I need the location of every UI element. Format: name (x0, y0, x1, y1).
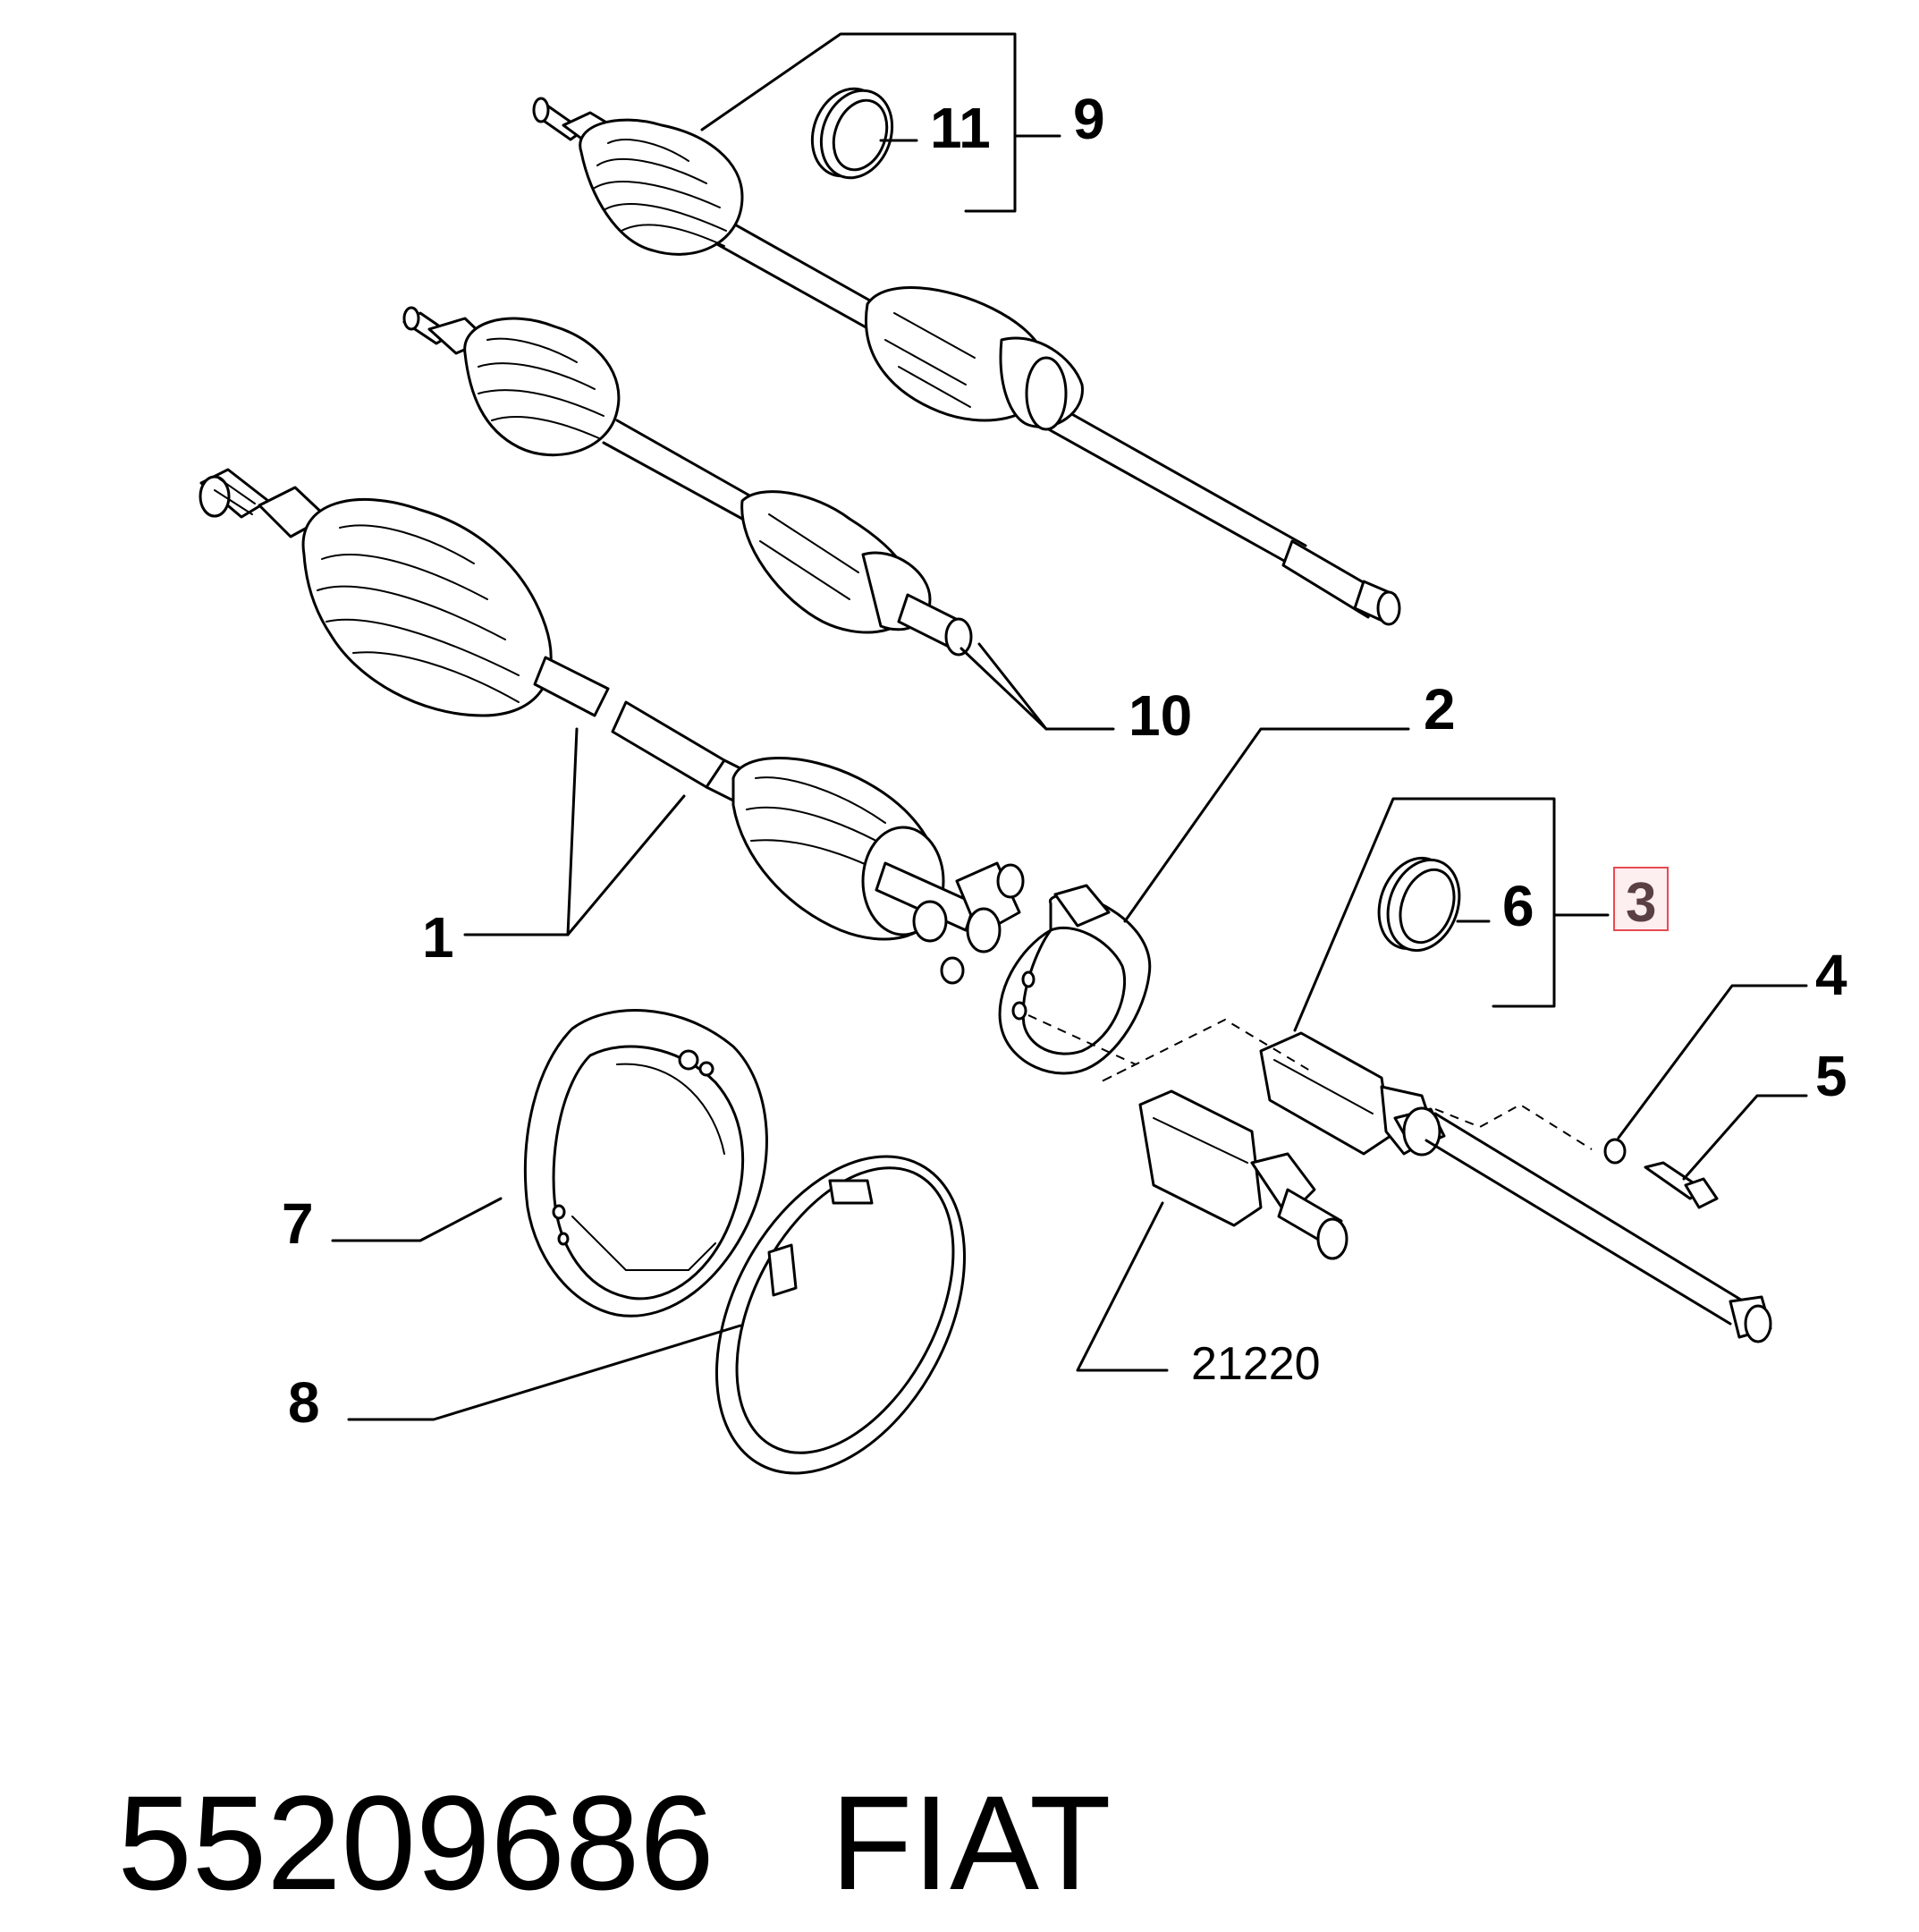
seal-ring-6 (1377, 856, 1461, 953)
callout-label-4: 4 (1815, 943, 1847, 1007)
part-number: 55209686 (117, 1767, 714, 1918)
clamp-2 (998, 884, 1152, 1075)
leader-line-3 (1293, 797, 1556, 1032)
reference-label-21220: 21220 (1191, 1338, 1321, 1390)
callout-label-9: 9 (1073, 87, 1105, 151)
callout-label-3: 3 (1626, 872, 1656, 934)
leader-line-8 (347, 1324, 742, 1421)
callout-label-11: 11 (930, 96, 991, 160)
bolt-5 (1644, 1161, 1719, 1209)
callout-label-10: 10 (1129, 683, 1192, 748)
drive-shaft-1 (199, 468, 1025, 985)
washer-4 (1603, 1138, 1627, 1165)
leader-line-21220 (1076, 1201, 1169, 1372)
callout-label-1: 1 (422, 905, 454, 970)
brand-name: FIAT (830, 1767, 1112, 1918)
drive-shaft-10 (402, 306, 1048, 731)
leader-line-7 (331, 1197, 503, 1242)
leader-line-1 (566, 794, 686, 936)
callout-label-6: 6 (1502, 874, 1534, 938)
dashed-axis-line (1434, 1103, 1593, 1150)
callout-label-7: 7 (282, 1191, 314, 1256)
footer-caption: 55209686 FIAT (43, 1574, 1831, 1918)
inner-joint-21220 (1138, 1089, 1348, 1260)
drive-shaft-3 (1259, 1031, 1772, 1343)
clamp-ring-8 (714, 1155, 967, 1475)
leader-line-5 (1682, 1094, 1808, 1181)
leader-line-10 (977, 642, 1115, 731)
seal-ring-11 (810, 87, 894, 180)
clamp-band-7 (524, 1009, 768, 1318)
drive-shaft-9 (532, 97, 1401, 626)
leader-line-9 (700, 32, 1017, 213)
leader-line-2 (1123, 727, 1410, 923)
leader-line-1 (463, 727, 579, 936)
callout-label-8: 8 (288, 1370, 320, 1435)
drive-shaft-exploded-diagram: 11 9 10 2 1 6 3 4 5 7 8 21220 (199, 32, 1847, 1475)
callout-highlight-box (1613, 867, 1669, 931)
leader-line-4 (1617, 984, 1808, 1140)
callout-label-2: 2 (1424, 677, 1456, 741)
callout-label-5: 5 (1815, 1044, 1847, 1108)
